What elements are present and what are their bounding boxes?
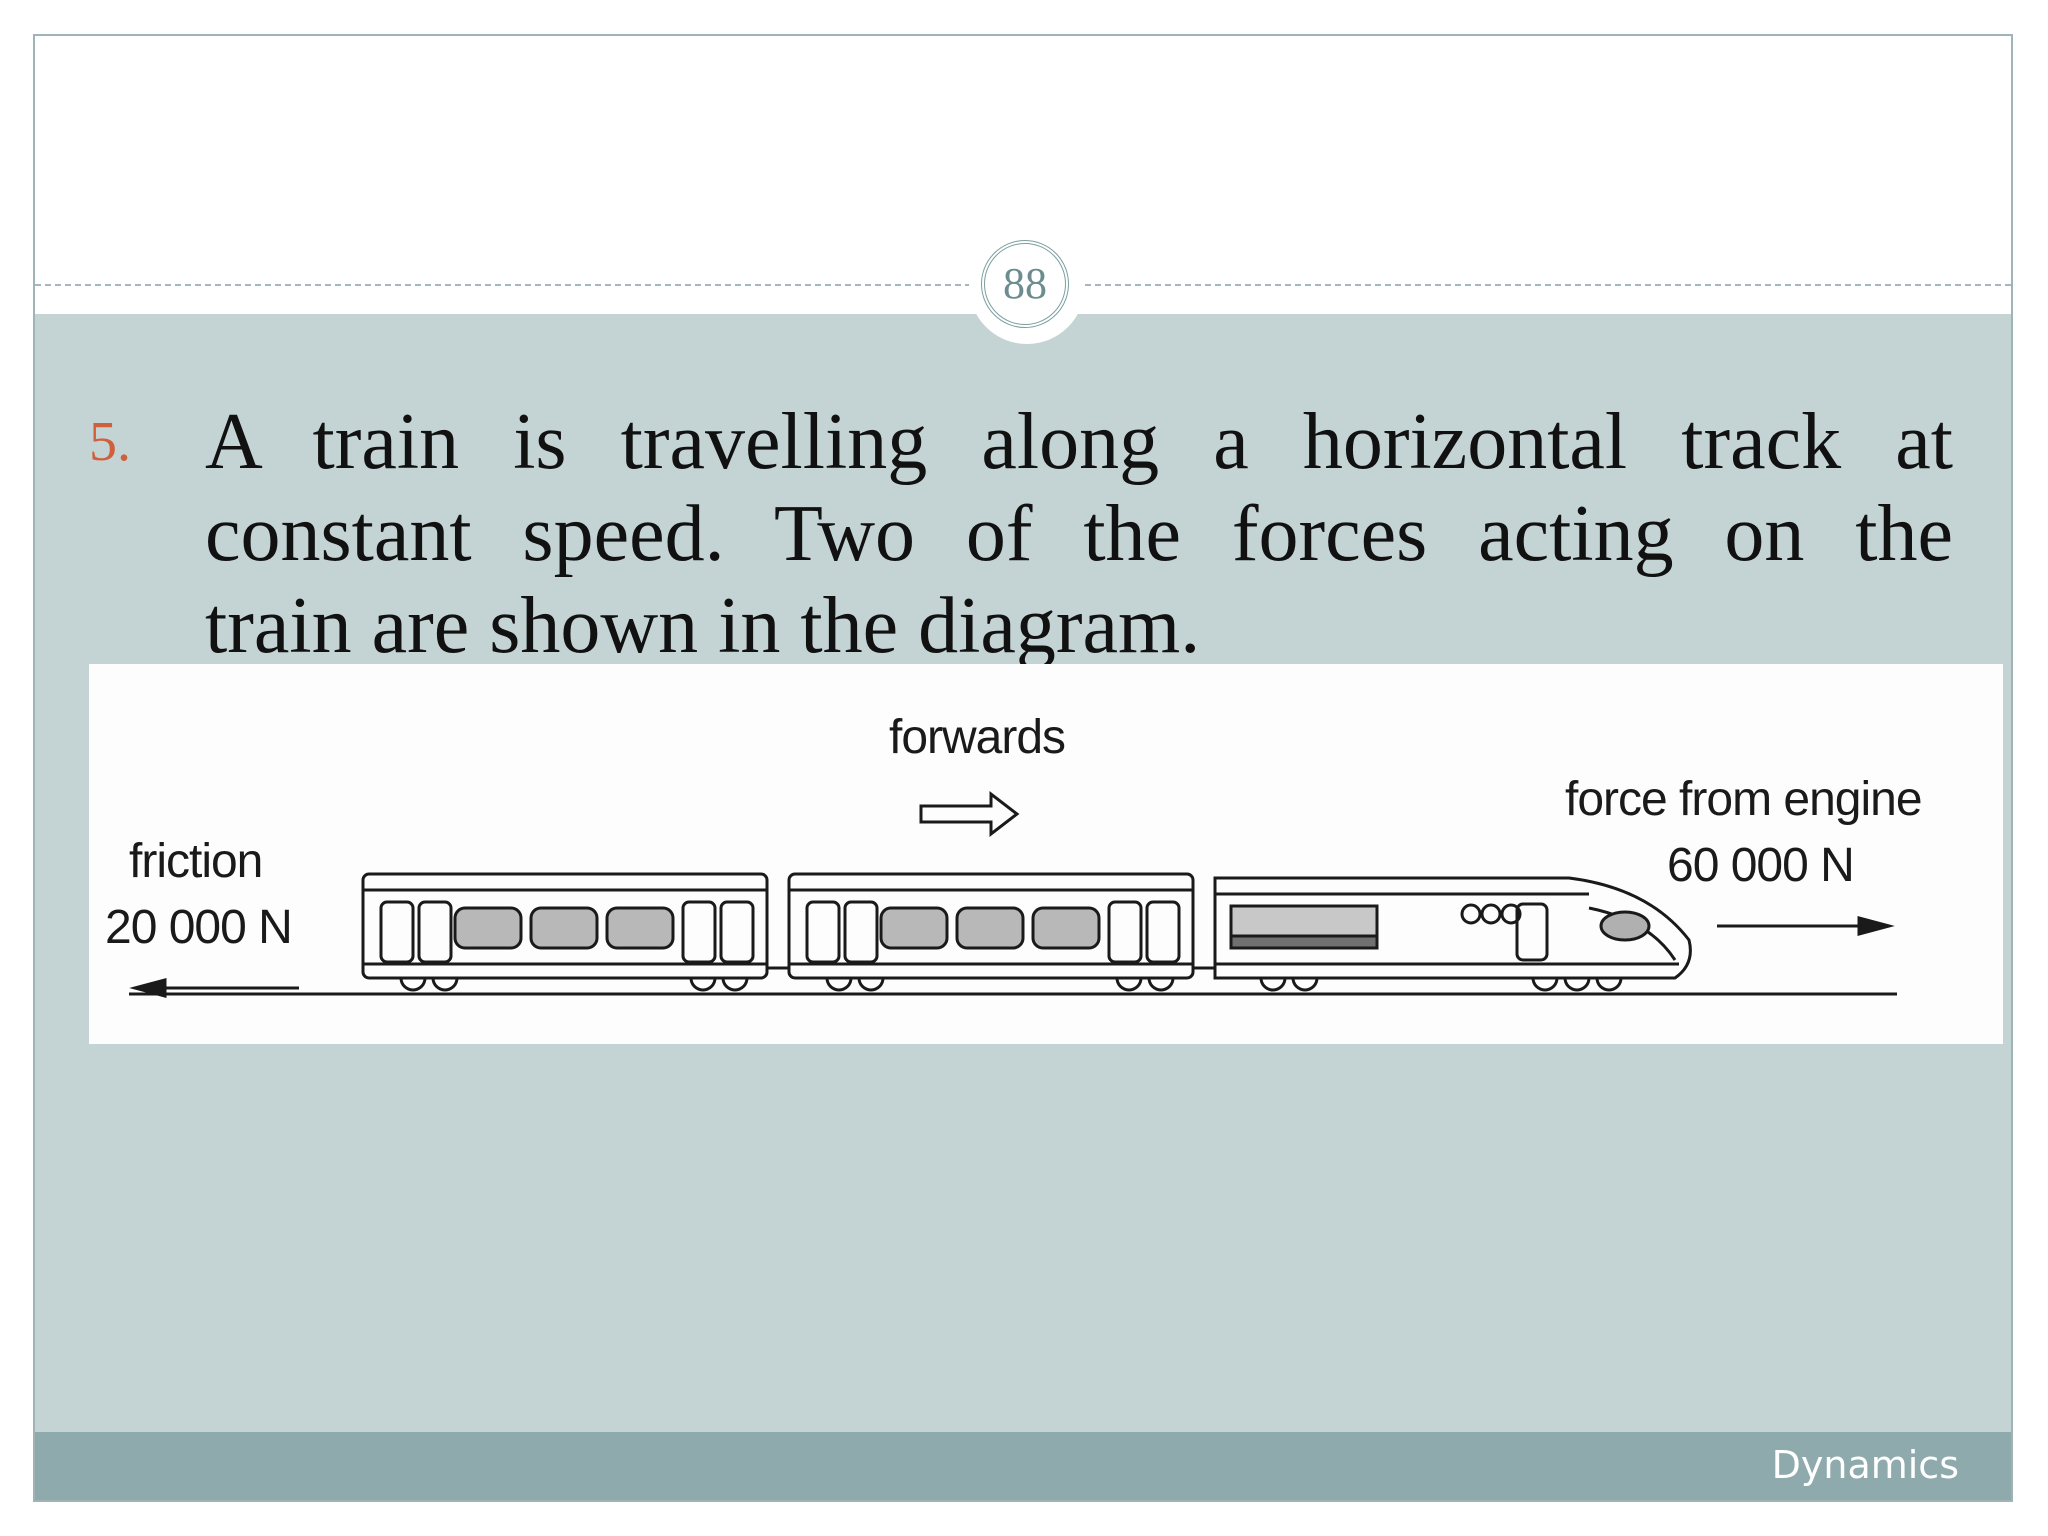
- footer-title: Dynamics: [1771, 1443, 1959, 1487]
- engine-car: [1213, 876, 1692, 992]
- carriage-2: [787, 872, 1195, 992]
- forwards-arrow: [919, 790, 1020, 838]
- engine-force-label: force from engine: [1565, 773, 1923, 826]
- page-number: 88: [1003, 259, 1047, 308]
- footer-bar: Dynamics: [35, 1432, 2011, 1500]
- train-drawing: [129, 790, 1897, 998]
- question-text: A train is travelling along a horizontal…: [205, 396, 1953, 672]
- question-number: 5.: [89, 411, 131, 473]
- carriage-1: [361, 872, 769, 992]
- slide: 88 5. A train is travelling along a hori…: [33, 34, 2013, 1502]
- train-diagram: forwards friction 20 000 N force from en…: [89, 664, 2003, 1044]
- friction-value: 20 000 N: [105, 901, 293, 954]
- engine-arrow-head: [1857, 916, 1895, 936]
- friction-label: friction: [129, 835, 263, 888]
- engine-force-value: 60 000 N: [1667, 839, 1855, 892]
- question-line-1: A train is travelling along a horizontal…: [205, 398, 1953, 486]
- page-number-badge: 88: [969, 228, 1085, 344]
- page-number-ring: 88: [981, 240, 1069, 328]
- question-line-2: constant speed. Two of the forces acting…: [205, 490, 1953, 578]
- forwards-label: forwards: [889, 711, 1066, 764]
- friction-arrow-head: [129, 978, 167, 998]
- question-line-3: train are shown in the diagram.: [205, 582, 1201, 670]
